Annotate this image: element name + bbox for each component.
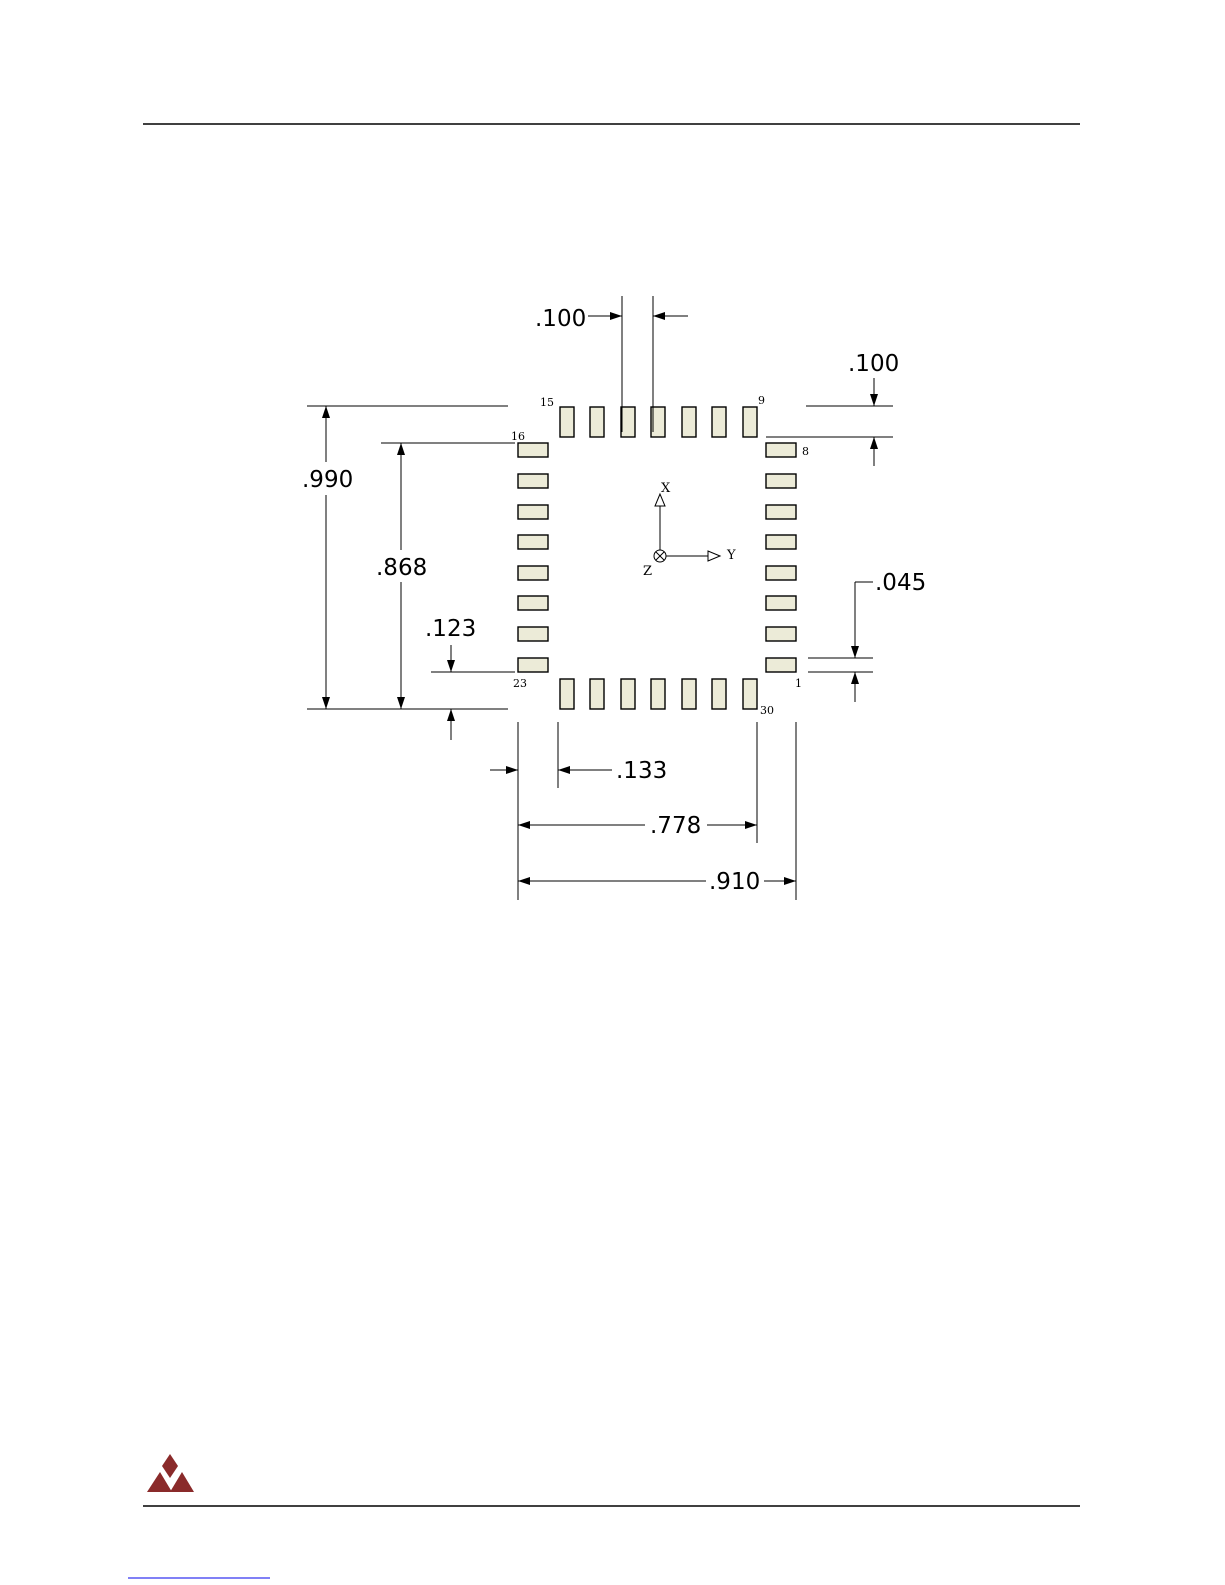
pad-right-5 xyxy=(766,566,796,580)
pin-label-16: 16 xyxy=(511,430,525,443)
pad-right-8 xyxy=(766,658,796,672)
pad-top-5 xyxy=(682,407,696,437)
pad-left-1 xyxy=(518,443,548,457)
pad-right-2 xyxy=(766,474,796,488)
pad-right-3 xyxy=(766,505,796,519)
pad-bottom-4 xyxy=(651,679,665,709)
pad-top-3 xyxy=(621,407,635,437)
pad-right-1 xyxy=(766,443,796,457)
pad-bottom-2 xyxy=(590,679,604,709)
axis-y-label: Y xyxy=(726,548,736,563)
pin-label-1: 1 xyxy=(795,677,802,690)
pad-left-3 xyxy=(518,505,548,519)
pad-bottom-5 xyxy=(682,679,696,709)
dim-overall-height: .990 xyxy=(302,467,353,493)
pin-label-8: 8 xyxy=(802,445,809,458)
pad-right-6 xyxy=(766,596,796,610)
pin-label-9: 9 xyxy=(758,394,765,407)
dim-pad-width-side: .045 xyxy=(875,570,926,596)
pad-right-7 xyxy=(766,627,796,641)
pad-top-1 xyxy=(560,407,574,437)
dim-pad-row-width: .778 xyxy=(650,813,701,839)
dim-left-offset: .133 xyxy=(616,758,667,784)
pin-label-15: 15 xyxy=(540,396,554,409)
dim-pad-width-top: .100 xyxy=(535,306,586,332)
pad-left-8 xyxy=(518,658,548,672)
dim-bottom-offset: .123 xyxy=(425,616,476,642)
pad-left-2 xyxy=(518,474,548,488)
pin-label-30: 30 xyxy=(760,704,774,717)
dim-pad-length-top: .100 xyxy=(848,351,899,377)
pad-bottom-6 xyxy=(712,679,726,709)
pad-top-2 xyxy=(590,407,604,437)
pad-bottom-7 xyxy=(743,679,757,709)
company-logo xyxy=(147,1454,194,1492)
pin-label-23: 23 xyxy=(513,677,527,690)
pad-bottom-1 xyxy=(560,679,574,709)
pad-bottom-3 xyxy=(621,679,635,709)
pad-left-7 xyxy=(518,627,548,641)
dim-overall-width: .910 xyxy=(709,869,760,895)
pad-top-7 xyxy=(743,407,757,437)
pad-right-4 xyxy=(766,535,796,549)
coordinate-axes xyxy=(654,494,720,562)
pad-left-6 xyxy=(518,596,548,610)
axis-z-label: Z xyxy=(643,564,652,579)
pad-left-5 xyxy=(518,566,548,580)
dim-pad-row-height: .868 xyxy=(376,555,427,581)
pad-top-6 xyxy=(712,407,726,437)
dimension-lines xyxy=(307,296,893,900)
axis-x-label: X xyxy=(661,481,671,496)
pad-left-4 xyxy=(518,535,548,549)
